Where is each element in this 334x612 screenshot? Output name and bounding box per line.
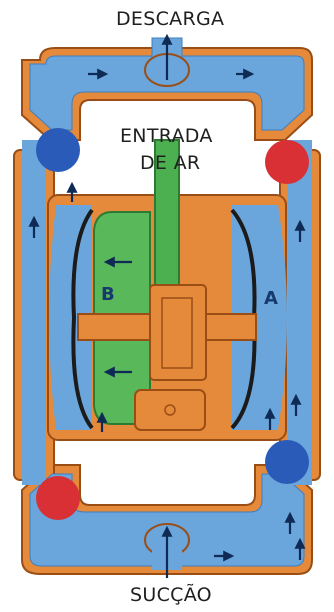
valve-ball-icon <box>36 128 80 172</box>
chamber-b-label: B <box>101 284 115 305</box>
valve-ball-icon <box>265 140 309 184</box>
valve-ball-icon <box>36 476 80 520</box>
air-inlet-label-line2: DE AR <box>140 152 200 174</box>
air-inlet-label-line1: ENTRADA <box>120 125 213 147</box>
outlet-label: DESCARGA <box>116 8 224 30</box>
valve-ball-icon <box>265 440 309 484</box>
chamber-a-label: A <box>264 288 278 309</box>
inlet-label: SUCÇÃO <box>130 584 212 606</box>
